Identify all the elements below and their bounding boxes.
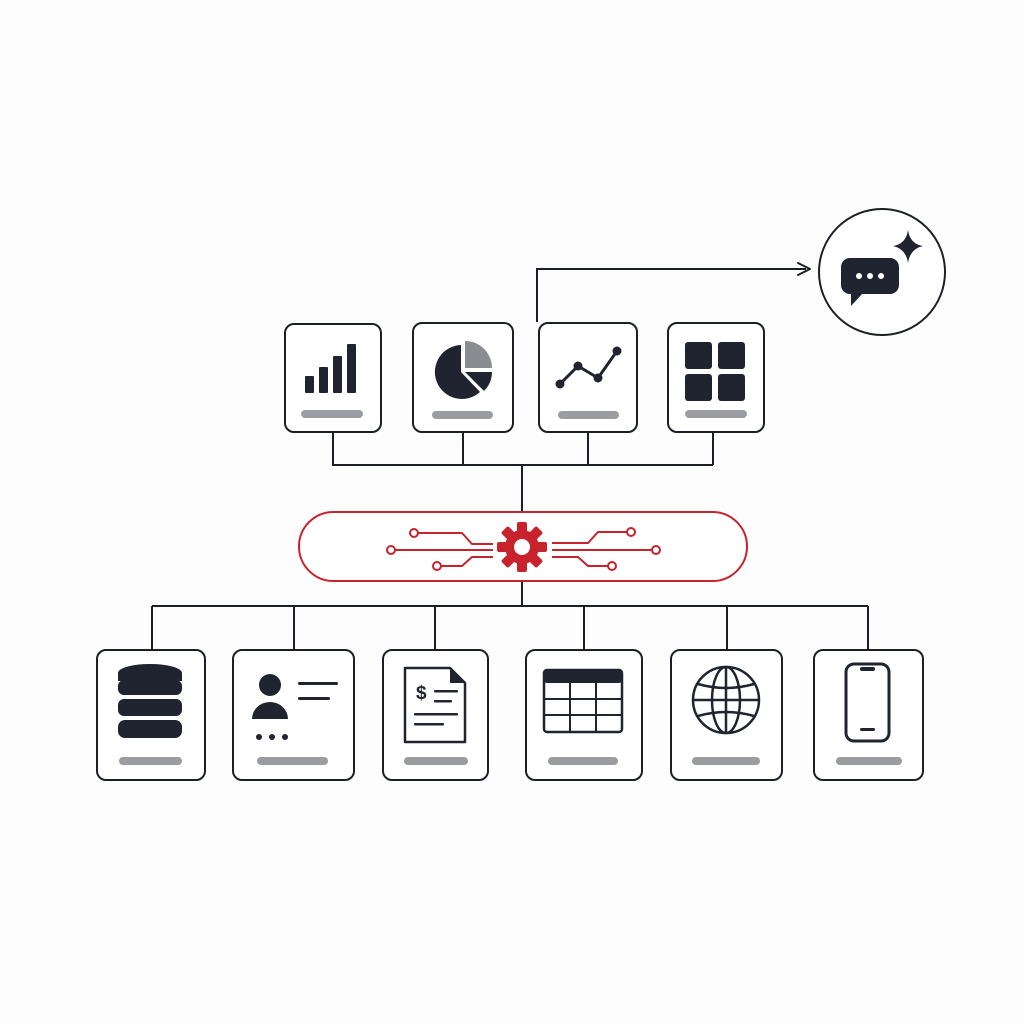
card-invoice-document[interactable]: $ [382, 649, 489, 781]
caption-placeholder [548, 757, 618, 765]
caption-placeholder [685, 410, 747, 418]
svg-text:$: $ [416, 683, 427, 704]
card-database[interactable] [96, 649, 206, 781]
arrow-head-icon [797, 262, 811, 276]
gear-icon [497, 522, 547, 572]
spreadsheet-table-icon [542, 668, 624, 734]
smartphone-icon [844, 662, 891, 743]
bottom-bus-line [151, 581, 869, 650]
caption-placeholder [301, 410, 363, 418]
caption-placeholder [692, 757, 760, 765]
card-pie-chart[interactable] [412, 322, 514, 433]
pie-chart-icon [434, 341, 492, 399]
card-user-profile[interactable] [232, 649, 355, 781]
database-icon [118, 664, 182, 738]
bar-chart-icon [305, 344, 356, 393]
caption-placeholder [432, 411, 493, 419]
card-grid-layout[interactable] [667, 322, 765, 433]
connectors [151, 262, 869, 650]
circuit-traces [386, 527, 661, 571]
chat-bubble-sparkle-icon [841, 230, 923, 306]
card-line-chart[interactable] [538, 322, 638, 433]
caption-placeholder [558, 411, 619, 419]
invoice-document-icon: $ [403, 666, 467, 744]
processing-hub[interactable] [298, 511, 748, 582]
card-spreadsheet-table[interactable] [525, 649, 643, 781]
caption-placeholder [119, 757, 182, 765]
caption-placeholder [404, 757, 468, 765]
globe-icon [691, 665, 761, 735]
caption-placeholder [836, 757, 902, 765]
card-smartphone[interactable] [813, 649, 924, 781]
caption-placeholder [257, 757, 328, 765]
grid-layout-icon [685, 342, 745, 401]
user-profile-icon [252, 674, 338, 740]
card-bar-chart[interactable] [284, 323, 382, 433]
output-arrow-line [536, 268, 806, 322]
line-chart-icon [555, 346, 622, 389]
output-assistant-circle[interactable] [818, 208, 946, 336]
top-bus-line [332, 432, 714, 512]
card-globe[interactable] [670, 649, 783, 781]
